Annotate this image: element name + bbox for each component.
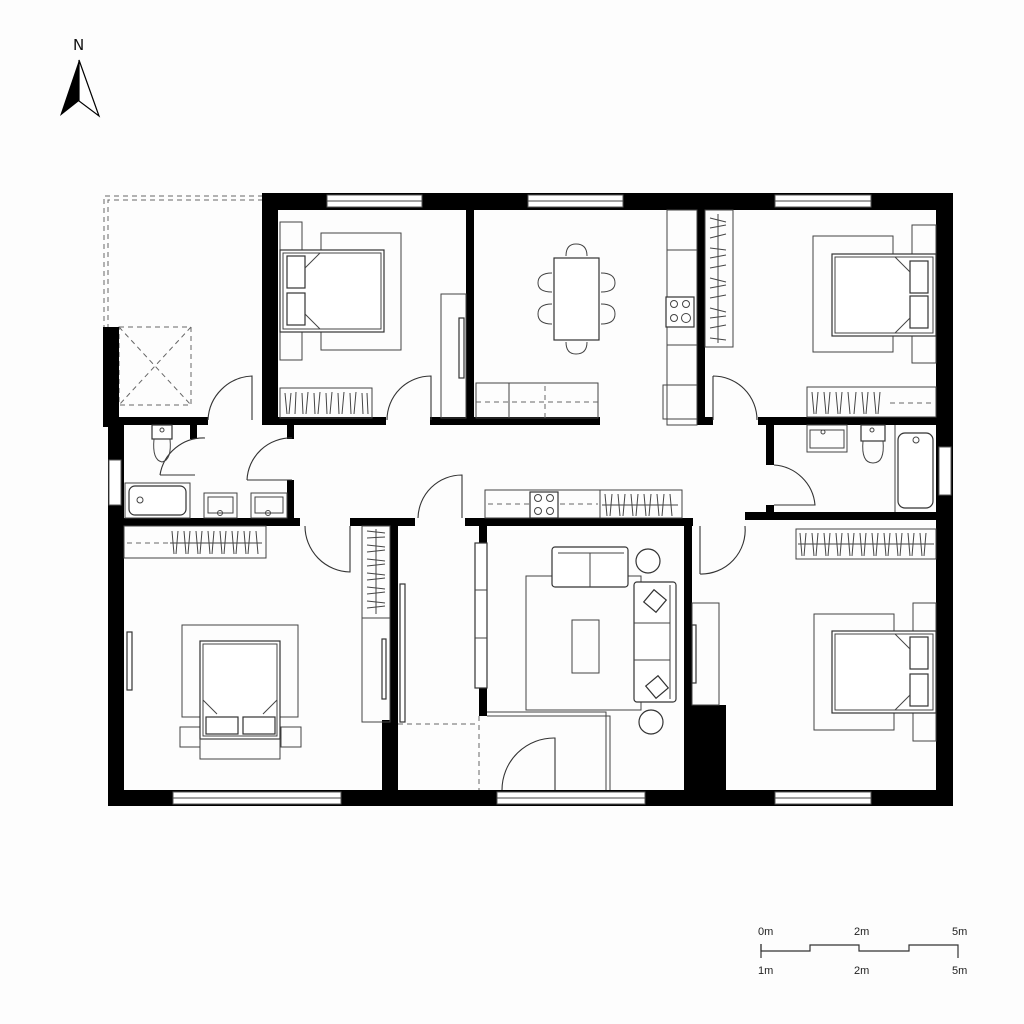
scale-top-label-0: 0m: [758, 926, 773, 938]
entry: [398, 583, 480, 790]
living-room: [474, 542, 677, 790]
bedroom-4: [691, 528, 937, 742]
scale-bar: 0m 2m 5m 1m 2m 5m: [758, 926, 967, 977]
scale-top-label-1: 2m: [854, 926, 869, 938]
dining-kitchen: [475, 209, 698, 426]
bedroom-2: [704, 209, 937, 418]
windows: [108, 194, 952, 805]
scale-top-label-2: 5m: [952, 926, 967, 938]
balcony: [103, 195, 263, 406]
north-label: N: [73, 36, 84, 54]
scale-bottom-label-0: 1m: [758, 965, 773, 977]
kitchen-counter: [484, 489, 683, 519]
north-arrow-icon: N: [60, 36, 101, 118]
bedroom-1: [279, 221, 467, 419]
scale-bottom-label-2: 5m: [952, 965, 967, 977]
bathroom-2: [806, 424, 934, 512]
scale-bottom-label-1: 2m: [854, 965, 869, 977]
bathroom-1: [124, 424, 288, 519]
doors: [159, 375, 816, 791]
bedroom-3: [123, 525, 391, 760]
